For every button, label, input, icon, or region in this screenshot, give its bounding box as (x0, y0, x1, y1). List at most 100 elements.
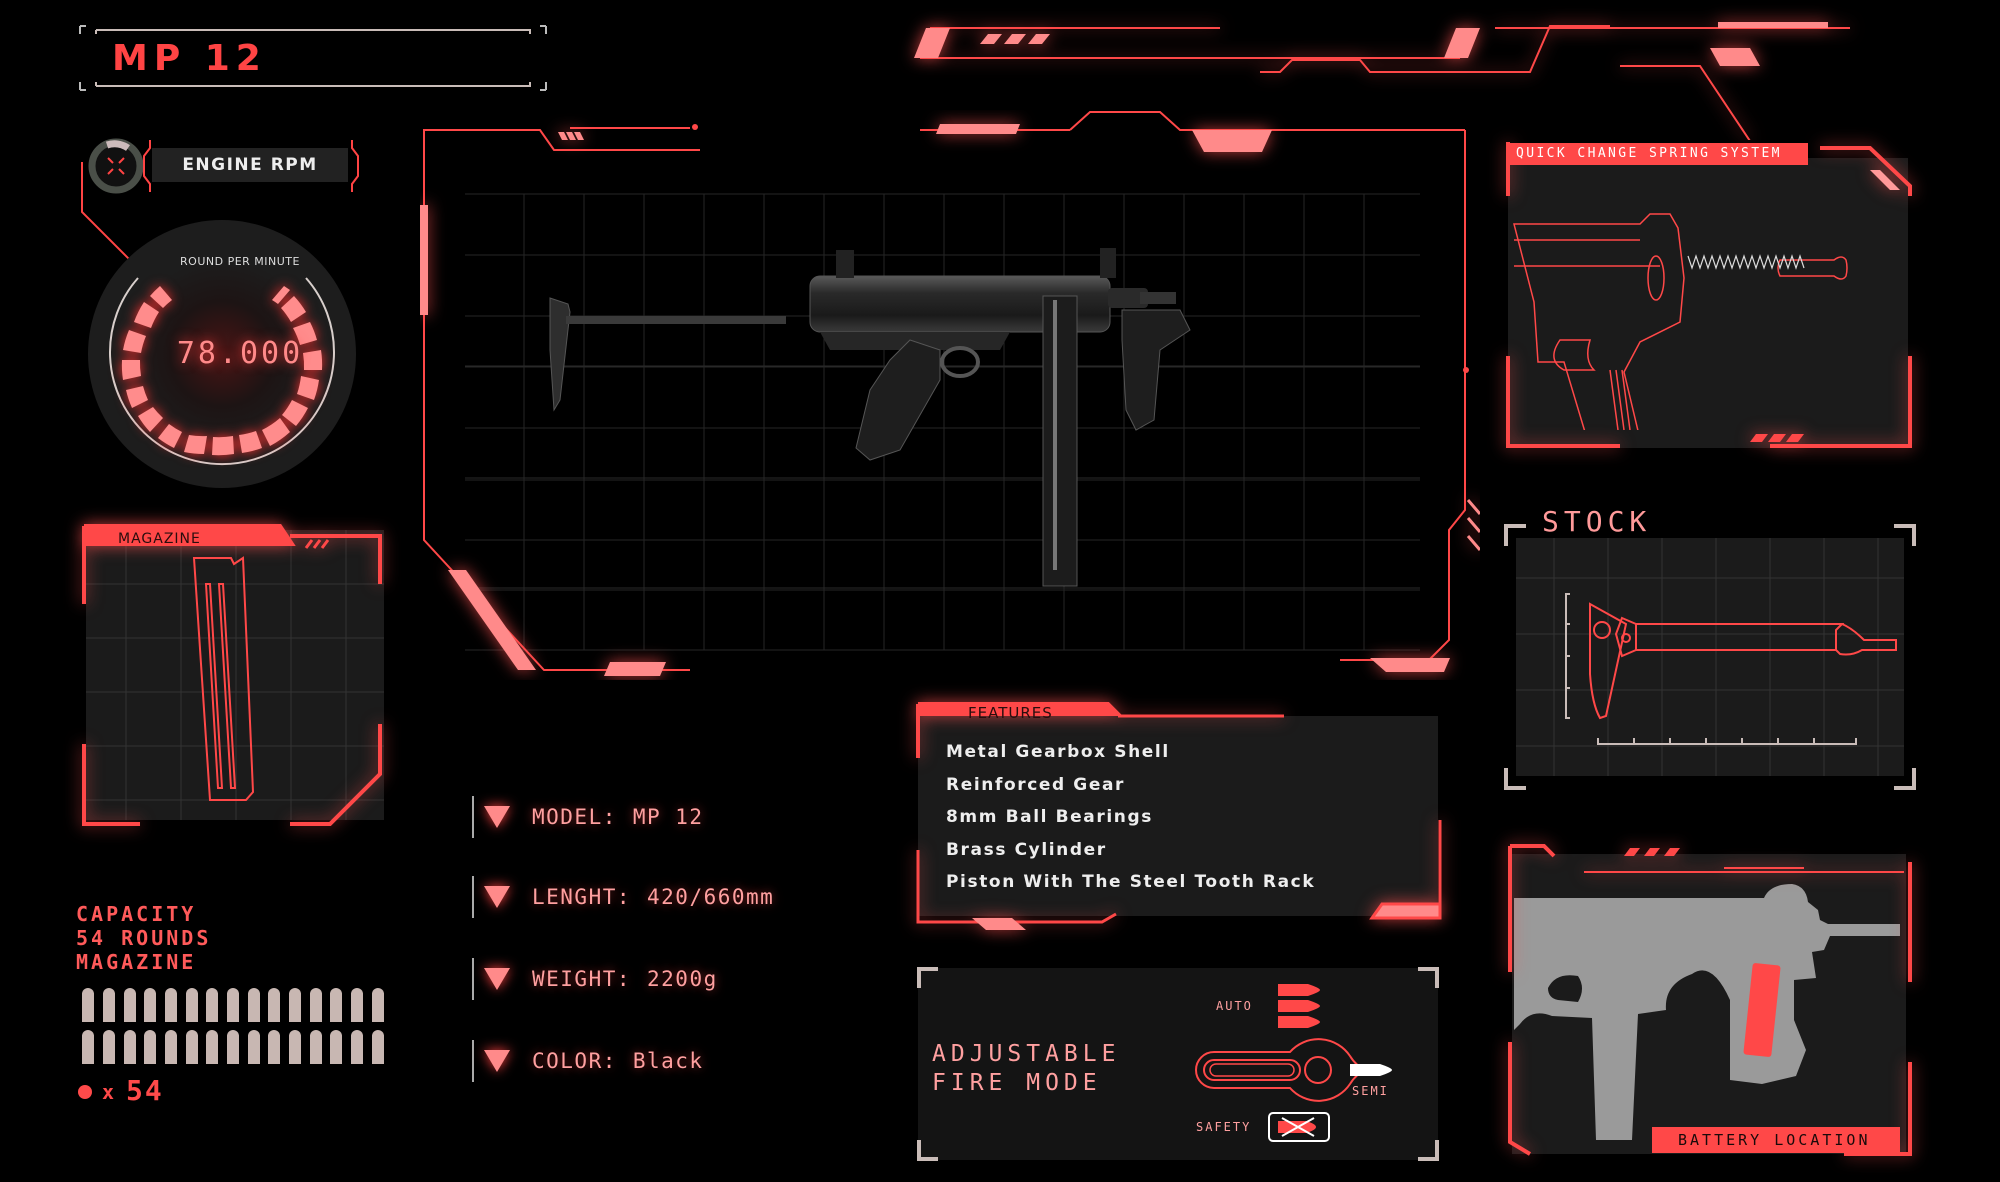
spec-row[interactable]: COLOR: Black (472, 1040, 832, 1082)
bullet-icon (288, 1030, 301, 1064)
gauge-value: 78.000 (176, 336, 304, 371)
bullet-icon (123, 1030, 136, 1064)
triangle-down-icon[interactable] (484, 806, 510, 828)
bullet-icon (102, 988, 115, 1022)
spec-value: MP 12 (632, 805, 704, 829)
magazine-frame (82, 524, 382, 826)
bullet-icon (247, 988, 260, 1022)
capacity-line-3: MAGAZINE (76, 950, 197, 974)
spec-row[interactable]: LENGHT: 420/660mm (472, 876, 832, 918)
bullet-icon (226, 1030, 239, 1064)
triangle-down-icon[interactable] (484, 968, 510, 990)
bracket-icon (472, 1040, 480, 1082)
feature-item: Reinforced Gear (946, 774, 1126, 795)
bullet-icon (185, 1030, 198, 1064)
fire-selector-icon[interactable] (1190, 1038, 1400, 1104)
bullet-icon (268, 1030, 281, 1064)
bullet-icon (123, 988, 136, 1022)
bracket-icon (472, 796, 480, 838)
spec-value: 2200g (647, 967, 718, 991)
bullet-icon (185, 988, 198, 1022)
triangle-down-icon[interactable] (484, 1050, 510, 1072)
capacity-line-1: CAPACITY (76, 902, 197, 926)
features-tab-label: FEATURES (968, 704, 1053, 722)
spec-row[interactable]: WEIGHT: 2200g (472, 958, 832, 1000)
magazine-tab-label: MAGAZINE (118, 531, 201, 547)
safety-label[interactable]: SAFETY (1196, 1120, 1252, 1134)
stock-diagram (1504, 524, 1916, 790)
crosshair-icon (88, 138, 144, 194)
count-prefix: x (102, 1080, 117, 1104)
bullet-icon (206, 1030, 219, 1064)
bullet-icon (164, 988, 177, 1022)
bullet-grid (78, 988, 388, 1064)
stock-title: STOCK (1542, 505, 1652, 538)
semi-bullet-icon (1350, 1064, 1392, 1076)
capacity-text: CAPACITY 54 ROUNDS MAGAZINE (76, 902, 211, 974)
bullet-icon (309, 988, 322, 1022)
spec-key: LENGHT: (532, 885, 632, 909)
magazine-grid (86, 530, 384, 820)
spec-value: Black (632, 1049, 704, 1073)
capacity-line-2: 54 ROUNDS (76, 926, 212, 950)
feature-item: Brass Cylinder (946, 839, 1107, 860)
bullet-icon (206, 988, 219, 1022)
bullet-icon (268, 988, 281, 1022)
bullet-icon (288, 988, 301, 1022)
title-frame (79, 25, 547, 91)
rpm-gauge (88, 220, 356, 488)
triangle-down-icon[interactable] (484, 886, 510, 908)
count-value: 54 (126, 1074, 164, 1107)
bullet-icon (371, 1030, 384, 1064)
semi-label[interactable]: SEMI (1352, 1084, 1389, 1098)
bullet-icon (144, 988, 157, 1022)
feature-item: Metal Gearbox Shell (946, 742, 1170, 762)
spring-tab-label: QUICK CHANGE SPRING SYSTEM (1508, 143, 1808, 165)
fire-mode-title-line-2: FIRE MODE (932, 1070, 1102, 1096)
spring-frame (1506, 142, 1912, 448)
auto-bullets-icon (1278, 984, 1320, 1028)
spec-value: 420/660mm (647, 885, 775, 909)
bullet-icon (350, 988, 363, 1022)
safety-toggle-icon[interactable] (1268, 1112, 1330, 1142)
feature-item: Piston With The Steel Tooth Rack (946, 872, 1316, 892)
engine-rpm-label: ENGINE RPM (152, 148, 348, 182)
page-title: MP 12 (112, 38, 267, 79)
bullet-icon (144, 1030, 157, 1064)
bullet-icon (164, 1030, 177, 1064)
bracket-icon (472, 876, 480, 918)
spring-diagram (1513, 213, 1848, 430)
fire-mode-title-line-1: ADJUSTABLE (932, 1041, 1121, 1067)
top-decoration (914, 22, 1850, 140)
spec-row[interactable]: MODEL: MP 12 (472, 796, 832, 838)
bullet-dot-icon (78, 1085, 92, 1099)
bullet-icon (330, 1030, 343, 1064)
bullet-icon (247, 1030, 260, 1064)
bullet-icon (350, 1030, 363, 1064)
bullet-icon (330, 988, 343, 1022)
spec-key: WEIGHT: (532, 967, 632, 991)
bullet-icon (371, 988, 384, 1022)
round-count: x 54 (78, 1074, 164, 1107)
gauge-caption: ROUND PER MINUTE (180, 255, 300, 268)
bullet-icon (82, 1030, 95, 1064)
bullet-icon (226, 988, 239, 1022)
spec-key: MODEL: (532, 805, 617, 829)
battery-tab-label: BATTERY LOCATION (1652, 1127, 1900, 1153)
silhouette-diagram (1514, 884, 1900, 1140)
fire-mode-title: ADJUSTABLE FIRE MODE (932, 1040, 1120, 1098)
bracket-icon (472, 958, 480, 1000)
feature-item: 8mm Ball Bearings (946, 807, 1153, 827)
bullet-icon (82, 988, 95, 1022)
rpm-label-brackets (143, 140, 359, 192)
bullet-icon (309, 1030, 322, 1064)
auto-label[interactable]: AUTO (1216, 999, 1253, 1013)
features-frame (916, 702, 1442, 930)
gun-image (549, 248, 1191, 587)
spec-key: COLOR: (532, 1049, 617, 1073)
battery-frame (1508, 844, 1912, 1156)
bullet-icon (102, 1030, 115, 1064)
fire-mode-brackets (917, 967, 1439, 1161)
